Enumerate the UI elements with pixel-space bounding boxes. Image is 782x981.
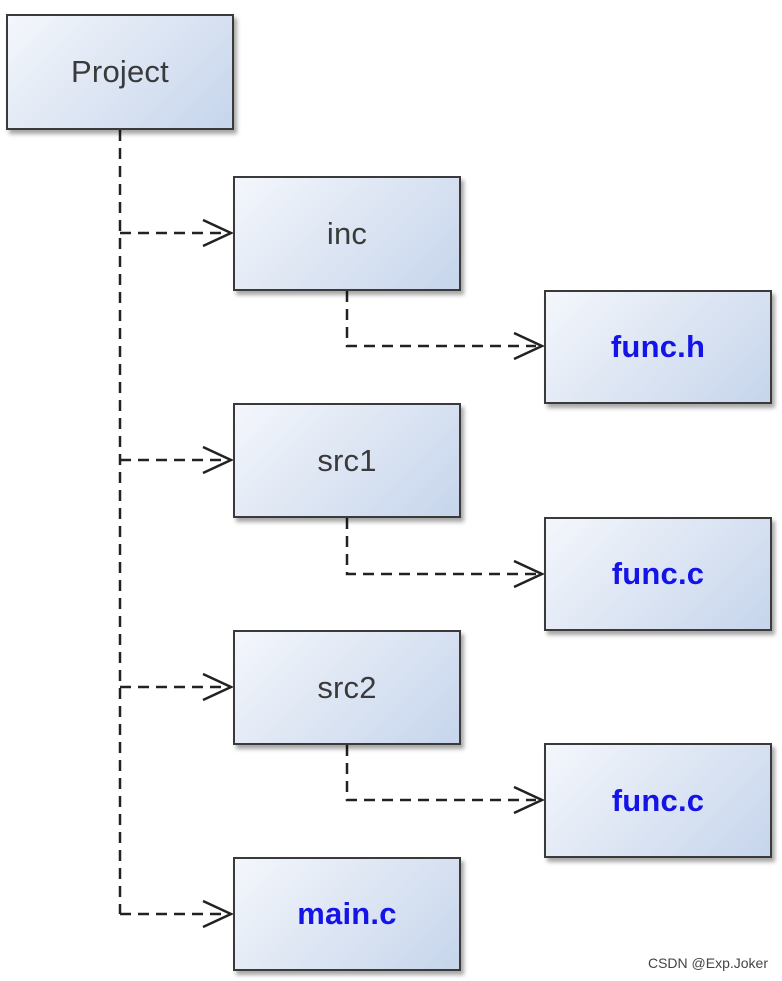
node-project: Project xyxy=(6,14,234,130)
node-project-label: Project xyxy=(71,54,169,89)
node-src2-label: src2 xyxy=(317,669,377,705)
connector-src2-func-c xyxy=(345,745,536,802)
node-func-h-label: func.h xyxy=(610,329,706,364)
node-src2: src2 xyxy=(233,630,461,745)
arrowhead-func-c-1 xyxy=(513,559,545,589)
arrowhead-src2 xyxy=(202,672,234,702)
node-func-c-2: func.c xyxy=(544,743,772,858)
node-func-c-2-label: func.c xyxy=(611,782,705,818)
node-func-c-1: func.c xyxy=(544,517,772,631)
watermark: CSDN @Exp.Joker xyxy=(647,955,768,971)
arrowhead-func-h xyxy=(513,331,545,361)
connector-inc-func-h xyxy=(345,291,536,348)
arrowhead-main xyxy=(202,899,234,929)
arrowhead-func-c-2 xyxy=(513,785,545,815)
arrowhead-inc xyxy=(202,218,234,248)
node-src1: src1 xyxy=(233,403,461,518)
arrowhead-src1 xyxy=(202,445,234,475)
node-inc: inc xyxy=(233,176,461,291)
node-src1-label: src1 xyxy=(317,442,377,478)
node-main-c: main.c xyxy=(233,857,461,971)
node-func-h: func.h xyxy=(544,290,772,404)
node-inc-label: inc xyxy=(326,215,368,251)
connector-src1-func-c xyxy=(345,518,536,576)
node-func-c-1-label: func.c xyxy=(611,556,705,591)
node-main-c-label: main.c xyxy=(297,896,397,931)
